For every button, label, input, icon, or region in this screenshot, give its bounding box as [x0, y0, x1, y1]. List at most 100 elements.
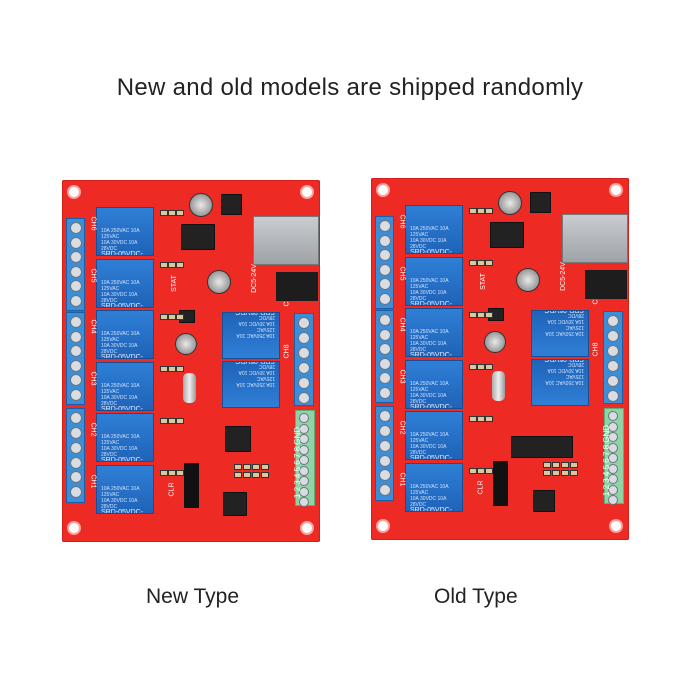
terminal-screw	[379, 292, 391, 305]
smd-component	[234, 464, 242, 470]
pin-header	[493, 461, 508, 506]
terminal-screw	[379, 263, 391, 276]
smd-component	[477, 260, 485, 266]
smd-component	[561, 470, 569, 476]
ethernet-jack	[562, 214, 628, 263]
smd-component	[168, 262, 176, 268]
input-terminal-labels: 1 2 3 4 5 6 7 8 GND	[293, 426, 303, 499]
inductor	[221, 194, 242, 215]
smd-component	[168, 210, 176, 216]
terminal-screw	[379, 249, 391, 261]
mounting-hole	[376, 183, 390, 197]
terminal-screw	[299, 465, 309, 476]
screw-terminal-block	[66, 408, 85, 503]
relay-rating-text: 10A 250VAC 10A 125VAC	[101, 434, 140, 446]
smd-component	[176, 210, 184, 216]
relay-model-label: SRD-05VDC-SL-C	[101, 302, 144, 308]
terminal-screw	[379, 469, 391, 482]
smd-component	[160, 314, 168, 320]
relay-rating-text: 10A 250VAC 10A 125VAC	[101, 331, 140, 343]
capacitor	[516, 268, 540, 292]
relay-model-label: SRD-05VDC-SL-C	[534, 359, 584, 362]
mounting-hole	[300, 521, 314, 535]
relay-model-label: SRD-05VDC-SL-C	[410, 455, 453, 460]
terminal-screw	[607, 375, 619, 387]
capacitor	[484, 331, 506, 353]
screw-terminal-block	[66, 218, 85, 311]
relay-model-label: SRD-05VDC-SL-C	[410, 403, 453, 409]
terminal-screw	[298, 347, 310, 359]
smd-component	[469, 260, 477, 266]
terminal-screw	[70, 388, 82, 401]
relay-rating-text: 10A 250VAC 10A 125VAC	[236, 375, 275, 387]
clear-label: CLR	[168, 482, 176, 497]
smd-component	[243, 472, 251, 478]
terminal-screw	[70, 359, 82, 372]
terminal-screw	[379, 386, 391, 399]
terminal-screw	[607, 360, 619, 372]
inductor	[530, 192, 551, 213]
smd-component	[477, 364, 485, 370]
relay-rating-text: 10A 250VAC 10A 125VAC	[101, 279, 140, 292]
mounting-hole	[67, 185, 81, 199]
terminal-screw	[298, 362, 310, 374]
power-label: DC5-24V	[250, 264, 258, 293]
terminal-screw	[298, 332, 310, 344]
channel-label: CH6	[89, 216, 97, 231]
channel-label: CH8	[592, 342, 600, 357]
screw-terminal-block	[294, 313, 314, 406]
mounting-hole	[300, 185, 314, 199]
terminal-screw	[299, 486, 309, 497]
microcontroller	[511, 436, 573, 458]
terminal-screw	[608, 411, 618, 421]
smd-component	[160, 210, 168, 216]
relay-rating-text: 10A 30VDC 10A 28VDC	[101, 291, 138, 304]
ethernet-jack	[253, 216, 319, 265]
terminal-screw	[607, 390, 619, 402]
terminal-screw	[379, 234, 391, 247]
terminal-screw	[607, 345, 619, 357]
smd-component	[261, 472, 269, 478]
channel-label: CH3	[89, 370, 97, 386]
screw-terminal-block	[375, 216, 394, 309]
smd-component	[176, 366, 184, 372]
terminal-screw	[299, 476, 309, 486]
smd-component	[176, 262, 184, 268]
relay-model-label: SRD-05VDC-SL-C	[101, 457, 144, 462]
smd-component	[469, 208, 477, 214]
relay-board-old-type: 10A 250VAC 10A 125VAC 10A 30VDC 10A 28VDC…	[371, 178, 629, 540]
terminal-screw	[608, 453, 618, 463]
smd-component	[168, 470, 176, 476]
relay-model-label: SRD-05VDC-SL-C	[101, 508, 144, 514]
terminal-screw	[70, 471, 82, 484]
smd-component	[252, 472, 260, 478]
smd-component	[469, 468, 477, 474]
relay-model-label: SRD-05VDC-SL-C	[410, 300, 453, 306]
dc-power-jack	[276, 272, 318, 301]
relay-rating-text: 10A 250VAC 10A 125VAC	[410, 483, 449, 496]
relay-rating-text: 10A 250VAC 10A 125VAC	[236, 326, 275, 338]
relay-rating-text: 10A 250VAC 10A 125VAC	[545, 373, 584, 385]
terminal-screw	[299, 455, 309, 465]
terminal-screw	[379, 454, 391, 467]
relay-rating-text: 10A 250VAC 10A 125VAC	[410, 380, 449, 393]
input-terminal-block	[295, 410, 315, 507]
terminal-screw	[607, 315, 619, 327]
relay-rating-text: 10A 30VDC 10A 28VDC	[410, 238, 447, 250]
smd-component	[168, 366, 176, 372]
crystal	[492, 371, 505, 401]
relay-rating-text: 10A 30VDC 10A 28VDC	[410, 341, 447, 353]
screw-terminal-block	[375, 406, 394, 501]
clear-label: CLR	[477, 480, 485, 495]
terminal-screw	[299, 413, 309, 423]
relay-rating-text: 10A 30VDC 10A 28VDC	[238, 314, 275, 326]
smd-component	[561, 462, 569, 468]
relay-model-label: SRD-05VDC-SL-C	[225, 312, 275, 315]
terminal-screw	[299, 444, 309, 455]
